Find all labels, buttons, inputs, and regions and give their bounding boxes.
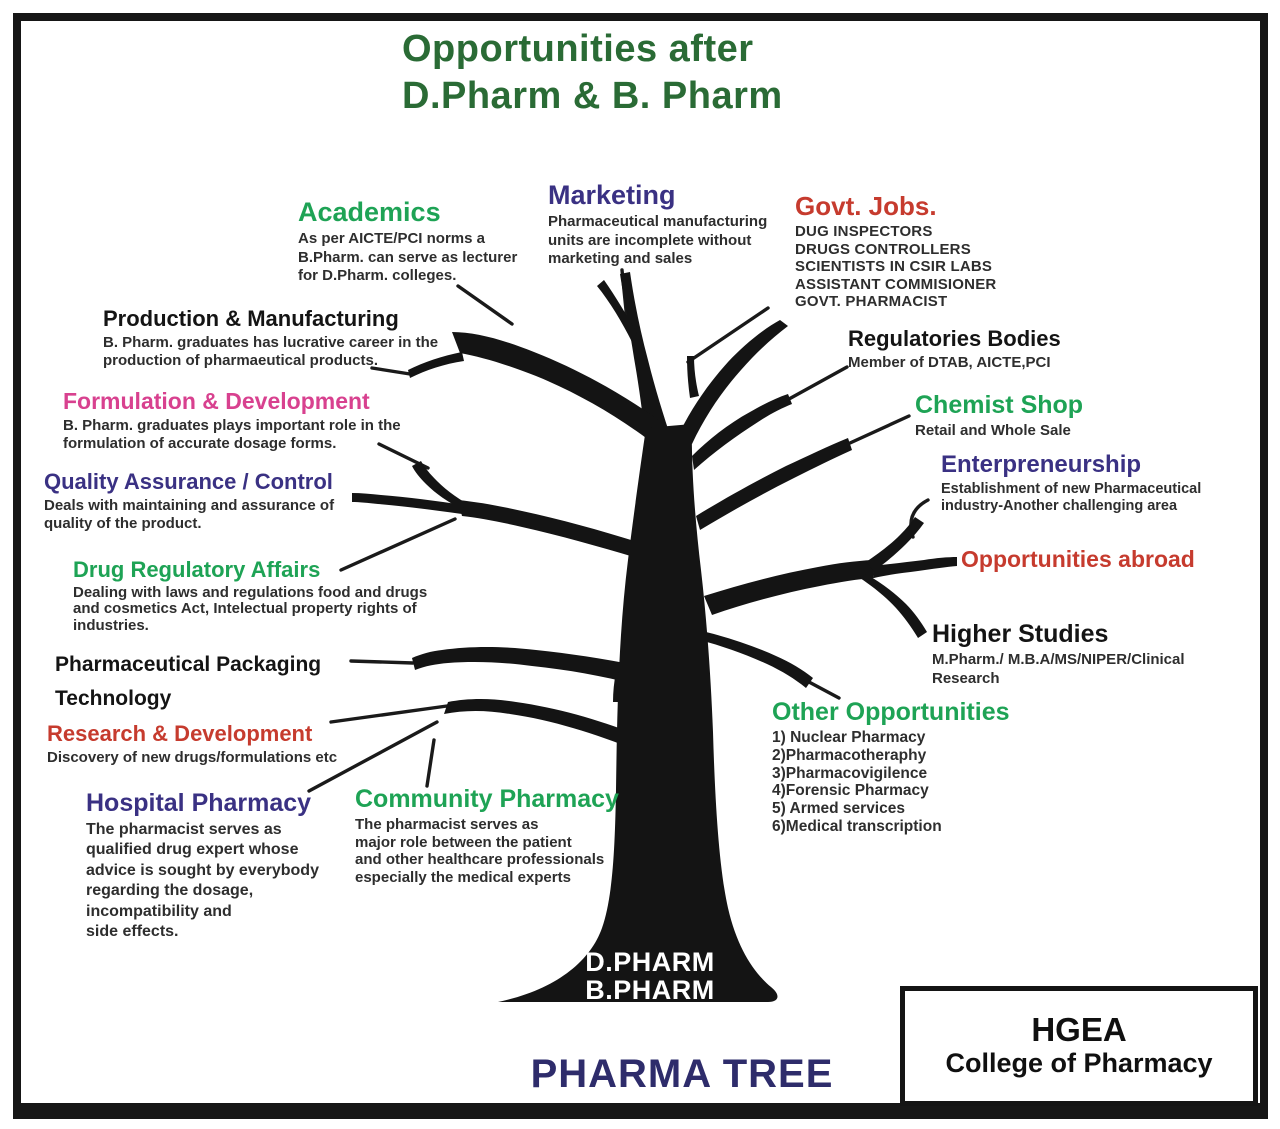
entrepreneurship-body: Establishment of new Pharmaceutical indu… (941, 480, 1202, 515)
qa-heading: Quality Assurance / Control (44, 469, 333, 494)
branch-fork-higher-studies (860, 574, 927, 638)
label-higher-studies: Higher Studies M.Pharm./ M.B.A/MS/NIPER/… (932, 621, 1185, 688)
higher-studies-body: M.Pharm./ M.B.A/MS/NIPER/Clinical Resear… (932, 651, 1185, 687)
branch-other-opportunities (700, 632, 813, 688)
label-research-development: Research & Development Discovery of new … (47, 722, 337, 767)
branch-center-fork (597, 280, 637, 342)
other-opportunities-body: 1) Nuclear Pharmacy 2)Pharmacotheraphy 3… (772, 729, 942, 836)
dra-body: Dealing with laws and regulations food a… (73, 583, 428, 634)
branch-thick-upleft (452, 332, 664, 452)
label-govt-jobs: Govt. Jobs. DUG INSPECTORS DRUGS CONTROL… (795, 192, 996, 311)
poster-title: Opportunities after D.Pharm & B. Pharm (402, 28, 783, 118)
label-chemist-shop: Chemist Shop Retail and Whole Sale (915, 392, 1083, 441)
leader-chemist (848, 414, 911, 445)
label-academics: Academics As per AICTE/PCI norms a B.Pha… (298, 197, 518, 286)
leader-lines (307, 268, 930, 793)
leader-govt-jobs (686, 306, 770, 364)
formulation-heading: Formulation & Development (63, 388, 370, 414)
regulatories-heading: Regulatories Bodies (848, 326, 1061, 351)
academics-body: As per AICTE/PCI norms a B.Pharm. can se… (298, 230, 518, 285)
label-regulatories-bodies: Regulatories Bodies Member of DTAB, AICT… (848, 327, 1061, 372)
branch-regulatories (692, 394, 792, 470)
academics-heading: Academics (298, 197, 441, 227)
branch-packaging (412, 647, 650, 688)
dra-heading: Drug Regulatory Affairs (73, 557, 321, 582)
label-opportunities-abroad: Opportunities abroad (961, 547, 1195, 572)
college-badge: HGEA College of Pharmacy (900, 986, 1258, 1106)
trunk-degree-label: D.PHARM B.PHARM (585, 947, 715, 1006)
branch-lower-left (444, 699, 640, 750)
branch-fork-abroad (872, 557, 957, 578)
tree-trunk (498, 424, 778, 1002)
tree-branches (352, 272, 957, 750)
label-community-pharmacy: Community Pharmacy The pharmacist serves… (355, 786, 619, 887)
college-name: HGEA (1031, 1010, 1127, 1048)
label-drug-regulatory-affairs: Drug Regulatory Affairs Dealing with law… (73, 558, 427, 634)
marketing-body: Pharmaceutical manufacturing units are i… (548, 213, 768, 268)
govt-jobs-heading: Govt. Jobs. (795, 191, 937, 221)
label-entrepreneurship: Enterpreneurship Establishment of new Ph… (941, 452, 1201, 516)
branch-right-main (704, 560, 874, 615)
abroad-heading: Opportunities abroad (961, 546, 1195, 572)
leader-other-opportunities (807, 680, 841, 700)
chemist-heading: Chemist Shop (915, 391, 1084, 419)
qa-body: Deals with maintaining and assurance of … (44, 496, 335, 533)
leader-hospital (307, 720, 439, 793)
branch-twig-govt (687, 356, 699, 398)
leader-community (425, 738, 436, 788)
rnd-heading: Research & Development (47, 721, 313, 746)
label-production-manufacturing: Production & Manufacturing B. Pharm. gra… (103, 307, 438, 371)
label-quality-assurance: Quality Assurance / Control Deals with m… (44, 470, 334, 534)
diagram-footer-title: PHARMA TREE (530, 1052, 834, 1096)
leader-rnd (329, 704, 449, 724)
entrepreneurship-heading: Enterpreneurship (941, 451, 1142, 478)
label-marketing: Marketing Pharmaceutical manufacturing u… (548, 180, 768, 269)
label-packaging-technology: Pharmaceutical Packaging Technology (55, 648, 321, 716)
label-other-opportunities: Other Opportunities 1) Nuclear Pharmacy … (772, 699, 1010, 836)
branch-left-main (458, 500, 644, 560)
hospital-body: The pharmacist serves as qualified drug … (86, 821, 319, 941)
community-body: The pharmacist serves as major role betw… (355, 816, 605, 887)
leader-dra (339, 517, 457, 572)
label-formulation-development: Formulation & Development B. Pharm. grad… (63, 389, 401, 454)
hospital-heading: Hospital Pharmacy (86, 789, 312, 817)
leader-packaging (349, 659, 415, 665)
higher-studies-heading: Higher Studies (932, 620, 1109, 648)
branch-twig-production (408, 352, 464, 378)
production-heading: Production & Manufacturing (103, 306, 399, 331)
college-subtitle: College of Pharmacy (945, 1048, 1213, 1079)
branch-chemist (696, 438, 852, 530)
branch-qa-tip (352, 493, 464, 514)
formulation-body: B. Pharm. graduates plays important role… (63, 416, 401, 453)
rnd-body: Discovery of new drugs/formulations etc (47, 748, 338, 766)
other-opportunities-heading: Other Opportunities (772, 698, 1010, 726)
branch-upright-govt (676, 320, 788, 444)
leader-regulatories (787, 365, 849, 401)
govt-jobs-body: DUG INSPECTORS DRUGS CONTROLLERS SCIENTI… (795, 223, 997, 311)
label-hospital-pharmacy: Hospital Pharmacy The pharmacist serves … (86, 790, 319, 943)
marketing-heading: Marketing (548, 180, 676, 210)
chemist-body: Retail and Whole Sale (915, 422, 1071, 439)
packaging-heading: Pharmaceutical Packaging Technology (55, 653, 322, 711)
leader-academics (456, 284, 514, 326)
leader-production (370, 366, 412, 376)
branch-fork-entrepreneurship (866, 517, 924, 571)
production-body: B. Pharm. graduates has lucrative career… (103, 333, 439, 370)
branch-curl (412, 461, 475, 514)
regulatories-body: Member of DTAB, AICTE,PCI (848, 353, 1051, 371)
branch-center-up (620, 272, 678, 470)
community-heading: Community Pharmacy (355, 785, 619, 813)
